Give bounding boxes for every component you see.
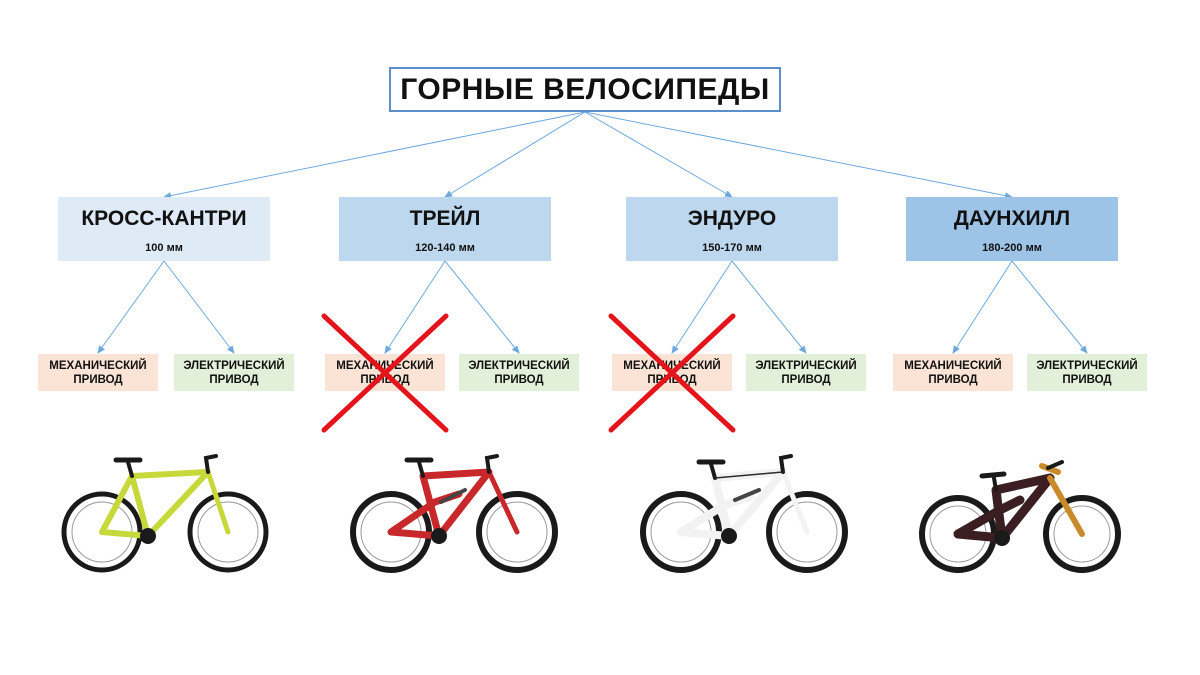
connector-root-to-category — [584, 111, 1013, 200]
red-x-mark-icon — [321, 313, 449, 433]
category-node-downhill: ДАУНХИЛЛ 180-200 мм — [906, 197, 1118, 261]
connector-category-to-option — [163, 260, 235, 354]
enduro-mountain-bike-icon — [640, 454, 848, 573]
trail-mountain-bike-icon — [350, 454, 558, 573]
option-mechanical-drive: МЕХАНИЧЕСКИЙ ПРИВОД — [893, 354, 1013, 391]
root-node: ГОРНЫЕ ВЕЛОСИПЕДЫ — [389, 67, 781, 112]
connector-category-to-option — [444, 260, 520, 354]
hardtail-mountain-bike-icon — [61, 454, 269, 573]
connector-category-to-option — [384, 260, 446, 354]
connector-root-to-category — [444, 111, 586, 198]
connector-category-to-option — [952, 260, 1013, 354]
root-title: ГОРНЫЕ ВЕЛОСИПЕДЫ — [400, 72, 770, 106]
category-name: ДАУНХИЛЛ — [953, 207, 1071, 230]
category-node-cross-country: КРОСС-КАНТРИ 100 мм — [58, 197, 270, 261]
connector-category-to-option — [1011, 260, 1088, 354]
option-electric-drive: ЭЛЕКТРИЧЕСКИЙ ПРИВОД — [174, 354, 294, 391]
category-travel: 150-170 мм — [702, 242, 762, 254]
category-name: ТРЕЙЛ — [409, 207, 481, 230]
option-electric-drive: ЭЛЕКТРИЧЕСКИЙ ПРИВОД — [1027, 354, 1147, 391]
option-mechanical-drive: МЕХАНИЧЕСКИЙ ПРИВОД — [38, 354, 158, 391]
option-label: ЭЛЕКТРИЧЕСКИЙ ПРИВОД — [1036, 359, 1138, 386]
category-travel: 120-140 мм — [415, 242, 475, 254]
connector-category-to-option — [671, 260, 733, 354]
category-travel: 100 мм — [145, 242, 183, 254]
category-name: ЭНДУРО — [687, 207, 777, 230]
option-label: МЕХАНИЧЕСКИЙ ПРИВОД — [49, 359, 147, 386]
option-label: ЭЛЕКТРИЧЕСКИЙ ПРИВОД — [468, 359, 570, 386]
connector-root-to-category — [584, 111, 733, 198]
category-node-trail: ТРЕЙЛ 120-140 мм — [339, 197, 551, 261]
category-travel: 180-200 мм — [982, 242, 1042, 254]
option-label: ЭЛЕКТРИЧЕСКИЙ ПРИВОД — [183, 359, 285, 386]
option-label: МЕХАНИЧЕСКИЙ ПРИВОД — [904, 359, 1002, 386]
category-node-enduro: ЭНДУРО 150-170 мм — [626, 197, 838, 261]
connector-root-to-category — [163, 111, 586, 200]
option-electric-drive: ЭЛЕКТРИЧЕСКИЙ ПРИВОД — [746, 354, 866, 391]
connector-category-to-option — [731, 260, 807, 354]
option-label: ЭЛЕКТРИЧЕСКИЙ ПРИВОД — [755, 359, 857, 386]
downhill-mountain-bike-icon — [919, 460, 1121, 573]
category-name: КРОСС-КАНТРИ — [81, 207, 247, 230]
option-electric-drive: ЭЛЕКТРИЧЕСКИЙ ПРИВОД — [459, 354, 579, 391]
connector-category-to-option — [97, 260, 165, 354]
red-x-mark-icon — [608, 313, 736, 433]
